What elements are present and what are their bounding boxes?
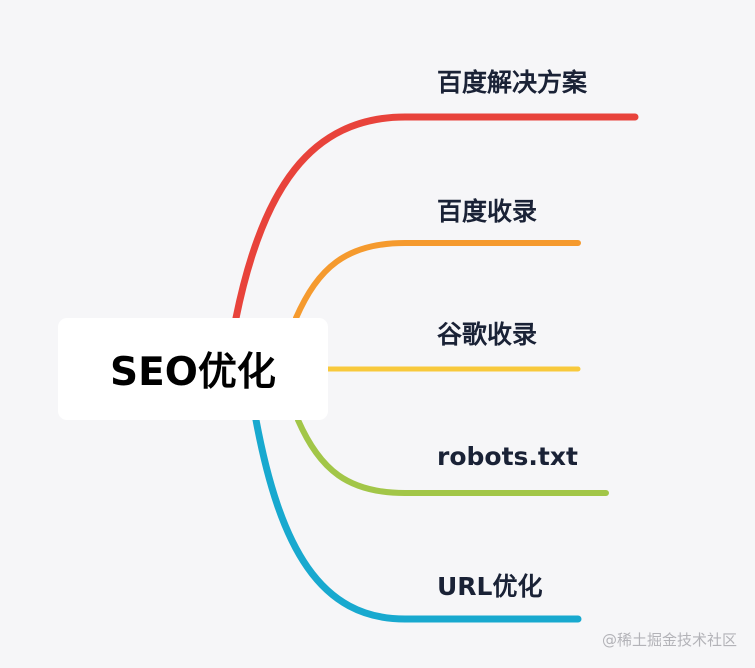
watermark: @稀土掘金技术社区 [601, 631, 737, 649]
branch-label-4[interactable]: robots.txt [437, 442, 578, 471]
branch-label-3[interactable]: 谷歌收录 [437, 320, 538, 349]
branch-label-2[interactable]: 百度收录 [437, 197, 538, 226]
root-node-label: SEO优化 [110, 350, 276, 395]
connector-branch-1 [232, 113, 639, 322]
connector-branch-2 [293, 240, 581, 321]
connector-branch-4 [295, 417, 609, 496]
connector-branch-5 [252, 416, 582, 623]
root-node[interactable]: SEO优化 [58, 318, 328, 420]
branch-label-5[interactable]: URL优化 [437, 572, 543, 601]
branch-label-1[interactable]: 百度解决方案 [437, 68, 588, 97]
